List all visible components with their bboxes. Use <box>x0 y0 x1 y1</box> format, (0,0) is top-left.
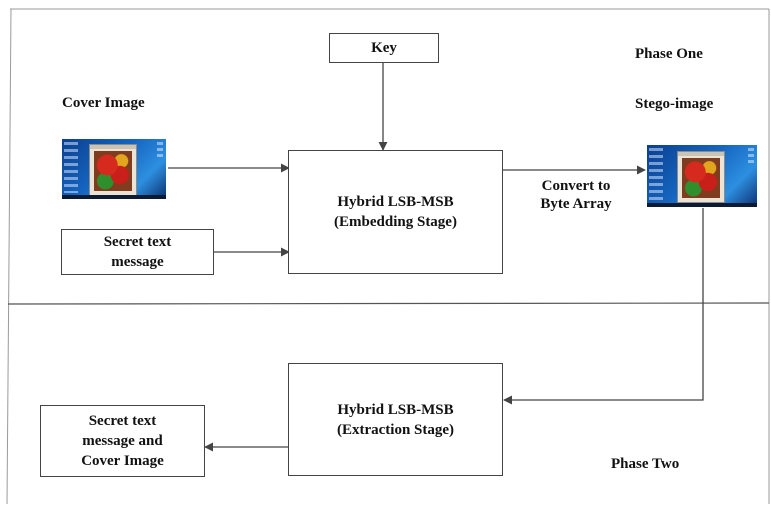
output-box: Secret text message and Cover Image <box>40 405 205 477</box>
frame-left <box>6 8 12 505</box>
cover-image-thumbnail <box>62 139 166 199</box>
output-line2: message and <box>82 433 163 449</box>
key-box-label: Key <box>371 40 397 56</box>
extraction-line1: Hybrid LSB-MSB <box>337 401 454 418</box>
extraction-line2: (Extraction Stage) <box>336 421 455 438</box>
stego-image-thumbnail <box>647 145 757 207</box>
output-line3: Cover Image <box>81 453 164 469</box>
secret-text-line1: Secret text <box>103 234 172 250</box>
arrow-stego-to-extraction <box>503 208 704 405</box>
convert-label-line2: Byte Array <box>540 196 612 212</box>
embedding-line1: Hybrid LSB-MSB <box>337 194 454 210</box>
embedding-stage-box: Hybrid LSB-MSB (Embedding Stage) <box>288 150 503 274</box>
stego-image-label: Stego-image <box>635 96 714 112</box>
embedding-line2: (Embedding Stage) <box>334 214 457 230</box>
phase-one-label: Phase One <box>635 46 703 62</box>
phase-divider <box>7 302 770 305</box>
secret-text-box: Secret text message <box>61 229 214 275</box>
convert-label: Convert to Byte Array <box>528 177 624 213</box>
key-box: Key <box>329 33 439 63</box>
extraction-stage-box: Hybrid LSB-MSB (Extraction Stage) <box>288 363 503 476</box>
output-line1: Secret text <box>88 413 157 429</box>
secret-text-line2: message <box>111 254 164 270</box>
phase-two-label: Phase Two <box>611 456 680 472</box>
cover-image-label: Cover Image <box>62 95 145 111</box>
convert-label-line1: Convert to <box>541 178 611 194</box>
